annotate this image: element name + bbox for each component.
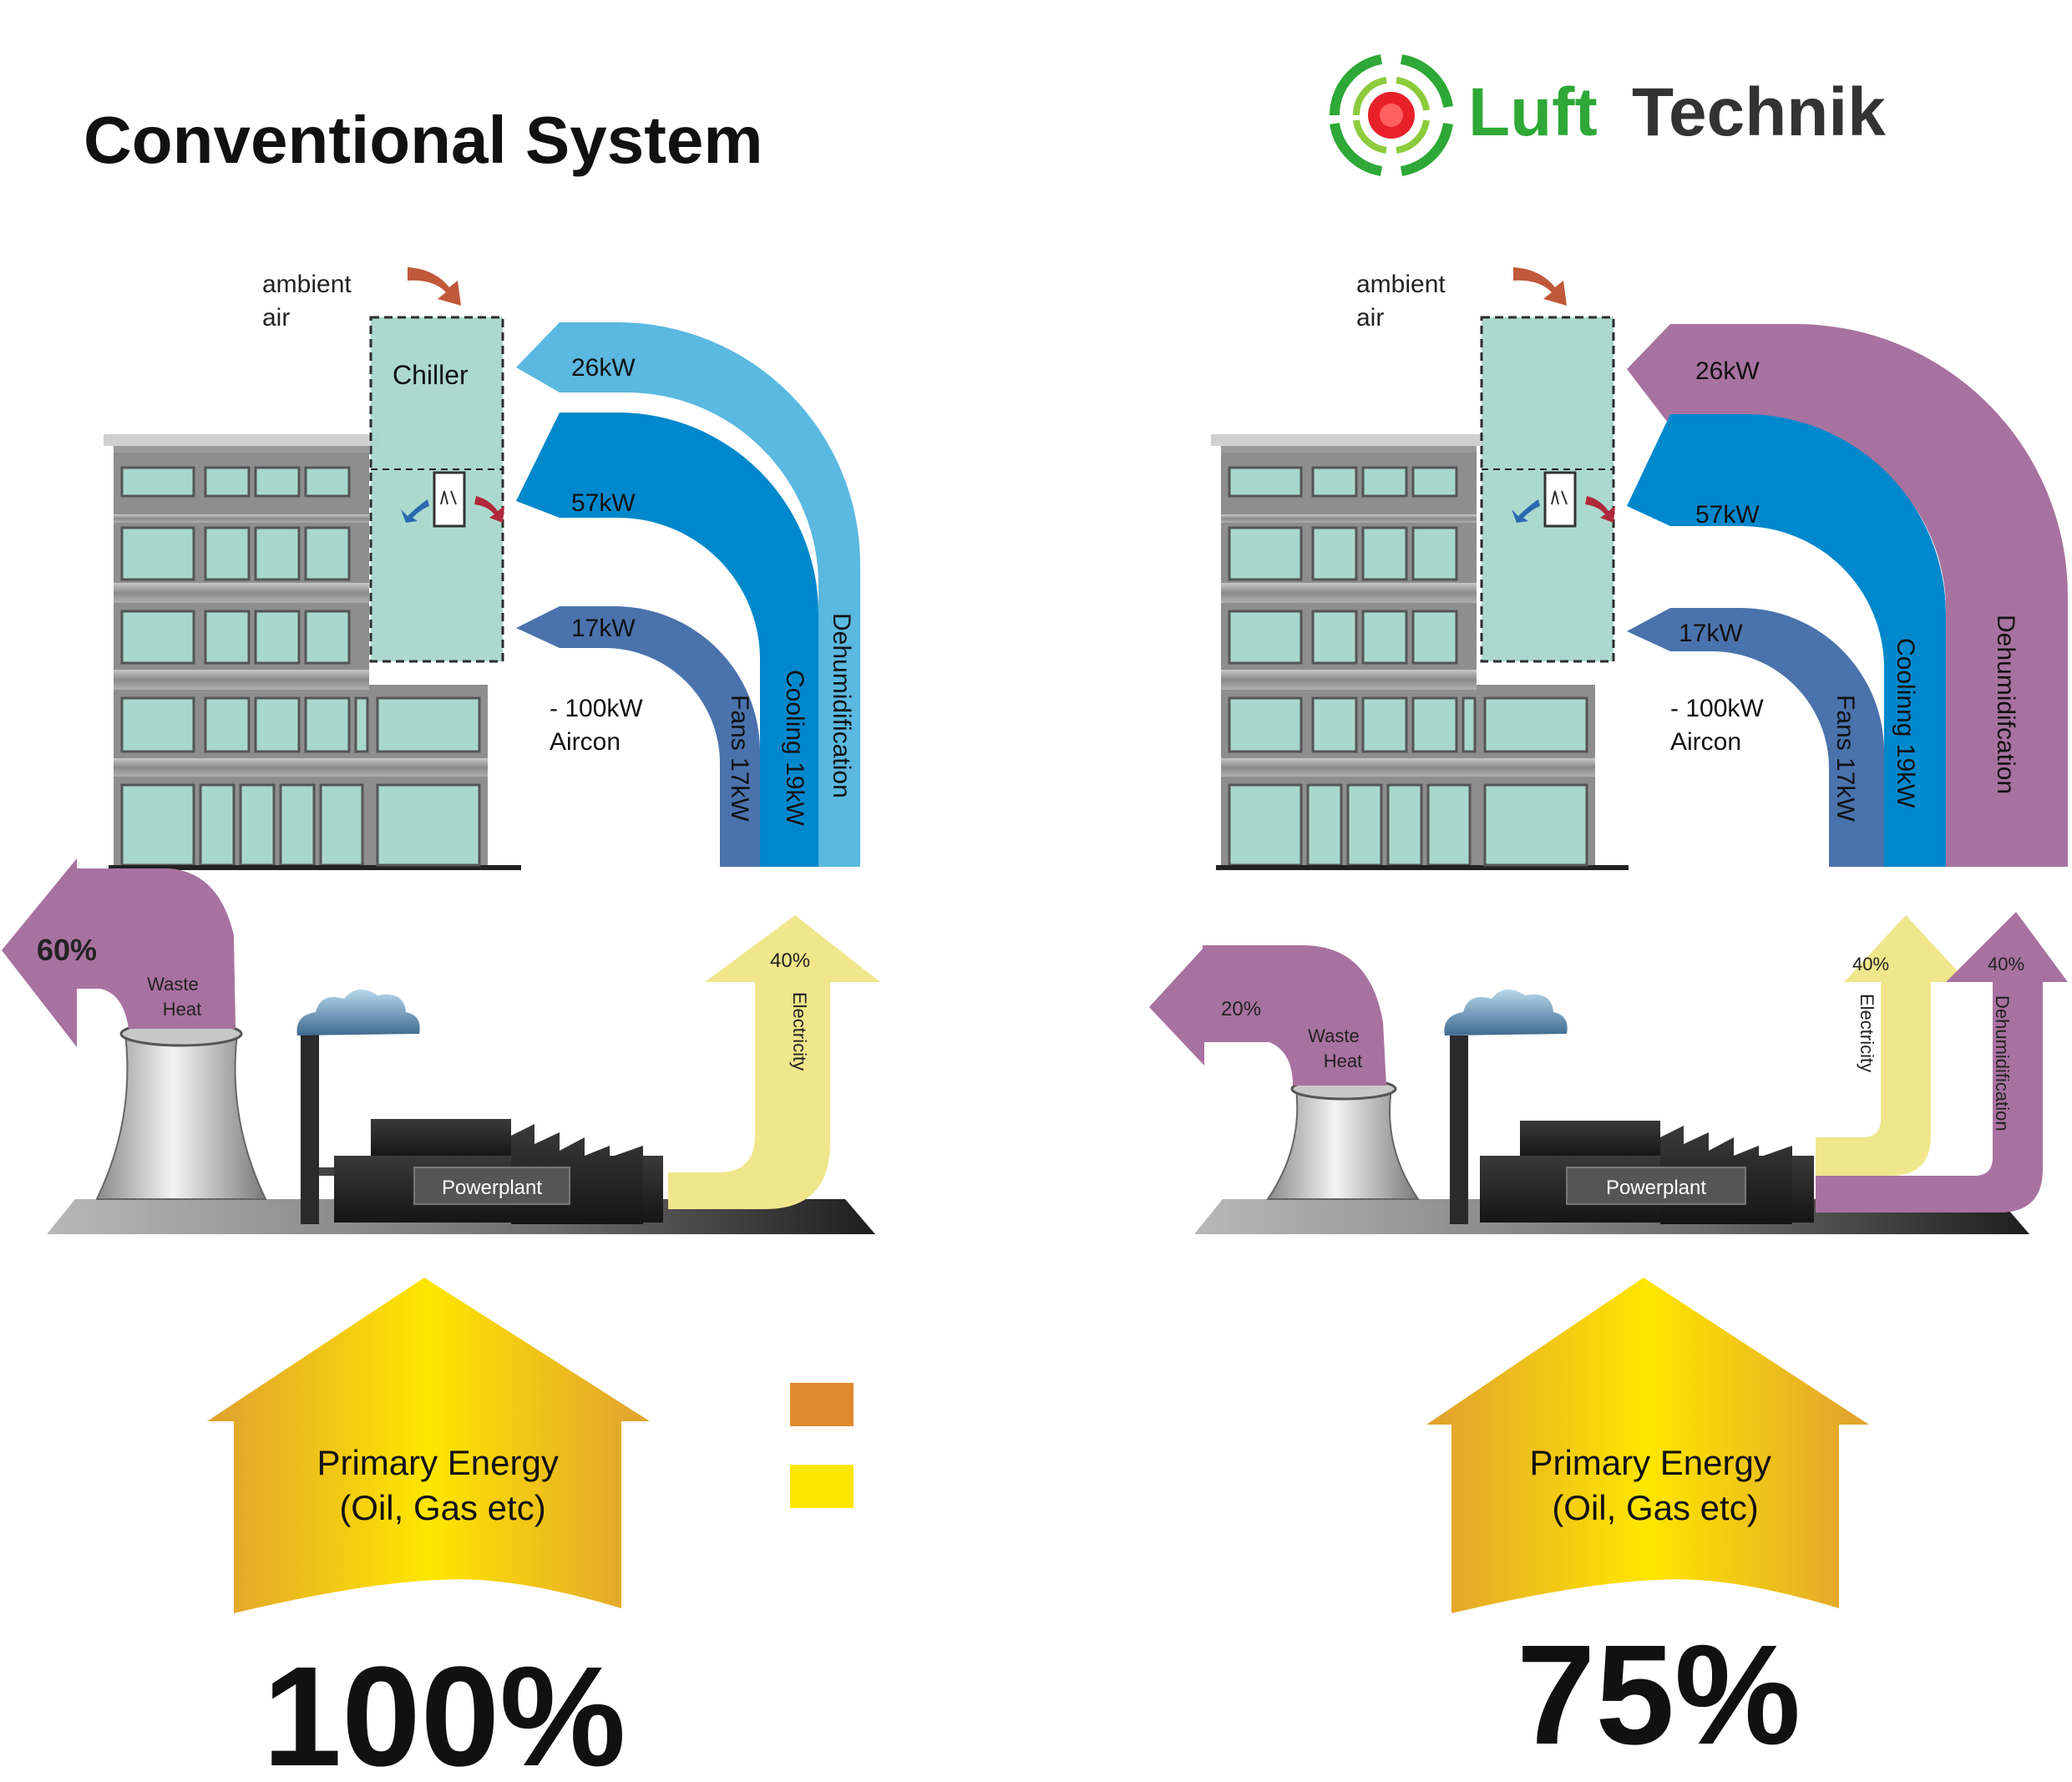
arrow-57kw-label: 57kW [571,489,636,517]
chimney-right [1450,1035,1468,1224]
cooling-band [516,413,818,867]
ambient-air-label: ambient air [262,271,358,332]
fans-band [516,606,760,867]
ambient-air-arrow-right [1513,267,1567,306]
waste-heat-label-right: Waste Heat [1308,1025,1365,1071]
luft-technik-panel: Luft Technik ambient air 26kW 57kW 17kW … [1149,54,2068,1774]
ambient-air-label-right: ambient air [1356,271,1452,332]
electricity-label-right: Electricity [1857,994,1877,1072]
chimney [301,1032,319,1224]
electricity-percent: 40% [770,949,810,972]
dehumidification-percent-right: 40% [1988,954,2024,975]
primary-energy-arrow-right: Primary Energy (Oil, Gas etc) [1426,1278,1869,1613]
cooling-tower [95,1033,267,1200]
electricity-percent-right: 40% [1852,954,1889,975]
waste-heat-percent-right: 20% [1221,998,1261,1020]
band-dehumidification-label: Dehumidification [828,613,855,798]
waste-heat-arrow-right: 20% Waste Heat [1149,945,1386,1086]
total-energy-percent-right: 75% [1517,1616,1801,1774]
energy-flow-bands-right: 26kW 57kW 17kW Fans 17kW Coolinng 19kW D… [1627,324,2068,867]
dehumidification-arrow-right: 40% Dehumidification [1816,912,2068,1212]
band-cooling-label-right: Coolinng 19kW [1892,638,1919,808]
smoke-cloud-icon-right [1444,989,1568,1035]
dehumidification-arrow-label: Dehumidification [1992,995,2013,1131]
arrow-17kw-label-right: 17kW [1679,620,1743,647]
primary-energy-label-right: Primary Energy (Oil, Gas etc) [1529,1443,1781,1527]
dehumidification-band-right [1627,324,2068,867]
legend-swatch-orange [790,1383,854,1426]
waste-heat-arrow: 60% Waste Heat [2,857,236,1047]
chiller-unit-right [1480,316,1615,663]
electricity-label: Electricity [789,992,810,1071]
arrow-57kw-label-right: 57kW [1695,501,1760,529]
energy-flow-bands: 26kW 57kW 17kW Fans 17kW Cooling 19kW De… [516,322,860,867]
arrow-26kw-label-right: 26kW [1695,357,1760,385]
aircon-label-right: - 100kW Aircon [1670,695,1771,756]
powerplant-scene: Powerplant [47,989,875,1234]
target-logo-icon [1329,54,1453,176]
band-fans-label-right: Fans 17kW [1831,695,1859,822]
primary-energy-label: Primary Energy (Oil, Gas etc) [317,1443,568,1527]
chiller-unit: Chiller [369,316,504,663]
powerplant-label: Powerplant [442,1177,542,1199]
cooling-tower-right [1266,1088,1420,1200]
dehumidification-band [516,322,860,867]
conventional-system-panel: Conventional System ambient air 26kW 57k… [2,103,880,1782]
band-fans-label: Fans 17kW [726,695,753,822]
fans-band-right [1627,608,1884,867]
arrow-17kw-label: 17kW [571,615,636,642]
luft-technik-logo: Luft Technik [1329,54,1886,176]
brand-name-technik: Technik [1632,74,1886,150]
waste-heat-percent: 60% [37,933,97,967]
chiller-label: Chiller [393,360,469,390]
ambient-air-arrow [408,267,461,306]
powerplant-label-right: Powerplant [1606,1177,1706,1199]
primary-energy-arrow: Primary Energy (Oil, Gas etc) [207,1278,650,1613]
electricity-arrow: 40% Electricity [668,915,880,1209]
smoke-cloud-icon [296,989,420,1035]
band-cooling-label: Cooling 19kW [781,670,808,826]
page-title: Conventional System [84,103,763,177]
arrow-26kw-label: 26kW [571,354,636,382]
aircon-label: - 100kW Aircon [550,695,650,756]
total-energy-percent: 100% [263,1638,626,1782]
cooling-band-right [1627,414,1946,867]
waste-heat-label: Waste Heat [147,974,204,1020]
legend-swatch-yellow [790,1465,854,1508]
brand-name-luft: Luft [1468,74,1598,150]
band-dehumidification-label-right: Dehumidifcation [1992,615,2019,794]
electricity-arrow-right: 40% Electricity [1816,915,1968,1176]
